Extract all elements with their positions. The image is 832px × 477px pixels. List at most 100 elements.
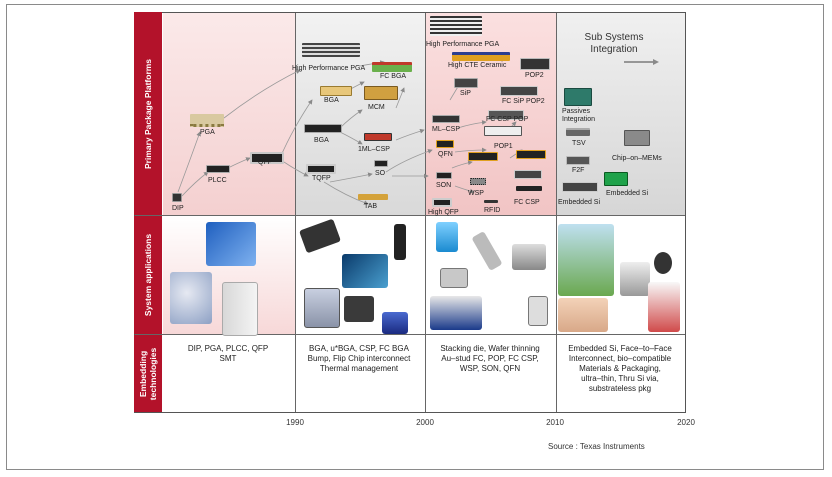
embedding-col-3: Stacking die, Wafer thinning Au–stud FC,… — [440, 344, 540, 373]
camcorder-illustration — [344, 296, 374, 322]
fc-csp-pop-chip — [488, 110, 524, 120]
hi-cte-chip — [452, 52, 510, 61]
embedding-col-2: BGA, u*BGA, CSP, FC BGA Bump, Flip Chip … — [307, 344, 411, 373]
fc-csp-pop-label: FC CSP POP — [486, 116, 529, 123]
so-label: SO — [375, 170, 386, 177]
ml-csp-1-chip — [364, 133, 392, 141]
satellite-photo-illustration — [342, 254, 388, 288]
row-label-applications: System applications — [134, 216, 162, 334]
plcc-chip — [206, 165, 230, 173]
hp-pga-2-label: High Performance PGA — [426, 41, 500, 48]
roadmap-chart — [134, 12, 686, 413]
pga-chip — [190, 114, 224, 127]
sub-systems-title: Sub Systems Integration — [584, 32, 644, 55]
dip-label: DIP — [172, 205, 184, 212]
fc-csp-chip — [514, 170, 542, 179]
son-chip — [436, 172, 452, 179]
car-illustration — [430, 296, 482, 330]
divider-row-2 — [135, 334, 685, 335]
ml-csp-1-label: 1ML–CSP — [358, 146, 390, 153]
bga-2-label: BGA — [314, 137, 329, 144]
bga-1-chip — [320, 86, 352, 96]
qfn-chip — [436, 140, 454, 148]
fc-csp-label: FC CSP — [514, 199, 540, 206]
runner-illustration — [648, 282, 680, 332]
pop-stack-chip — [484, 126, 522, 136]
tsv-label: TSV — [572, 140, 586, 147]
pda-illustration — [528, 296, 548, 326]
qfp-label: QFP — [258, 159, 273, 166]
cellphone-illustration — [394, 224, 406, 260]
embedding-col-4: Embedded Si, Face–to–Face Interconnect, … — [568, 344, 672, 393]
f2f-label: F2F — [572, 167, 585, 174]
mcm-label: MCM — [368, 104, 385, 111]
so-chip — [374, 160, 388, 167]
tqfp-chip — [306, 164, 336, 174]
qfp-chip — [250, 152, 284, 164]
pop1-chip — [468, 152, 498, 161]
tab-chip — [358, 194, 388, 200]
high-qfp-chip — [432, 198, 452, 207]
sip-chip — [454, 78, 478, 88]
embedded-si-chip-1 — [562, 182, 598, 192]
row-label-embedding: Embedding technologies — [134, 335, 162, 412]
ml-csp-2-chip — [432, 115, 460, 123]
embedded-si-label-2: Embedded Si — [606, 190, 649, 197]
passives-label: Passives Integration — [562, 108, 596, 123]
pop2-label: POP2 — [525, 72, 544, 79]
embedding-col-1: DIP, PGA, PLCC, QFP SMT — [187, 344, 269, 363]
fc-csp-chip-2 — [516, 186, 542, 191]
dip-chip — [172, 193, 182, 202]
bga-2-chip — [304, 124, 342, 133]
hand-illustration — [558, 298, 608, 332]
divider-2010 — [556, 13, 557, 412]
hp-pga-1-chip — [302, 43, 360, 57]
high-qfp-label: High QFP — [428, 209, 459, 216]
refrigerator-illustration — [222, 282, 258, 336]
pop1-label: POP1 — [494, 143, 513, 150]
passives-chip — [564, 88, 592, 106]
figure-frame — [6, 4, 824, 470]
embedded-si-chip-2 — [604, 172, 628, 186]
sip-label: SiP — [460, 90, 471, 97]
mp3-player-illustration — [436, 222, 458, 252]
robot-arm-illustration — [620, 262, 650, 296]
wristwatch-illustration — [654, 252, 672, 274]
plcc-label: PLCC — [208, 177, 227, 184]
pop1-chip-2 — [516, 150, 546, 159]
handheld-device-illustration — [382, 312, 408, 334]
year-2000: 2000 — [416, 418, 434, 427]
bga-1-label: BGA — [324, 97, 339, 104]
qfn-label: QFN — [438, 151, 453, 158]
fc-sip-pop2-label: FC SiP POP2 — [502, 98, 545, 105]
tab-label: TAB — [364, 203, 378, 210]
hi-cte-label: High CTE Ceramic — [448, 62, 507, 69]
laptop-illustration — [512, 244, 546, 270]
chip-on-mems-label: Chip–on–MEMs — [612, 155, 662, 162]
divider-row-1 — [135, 215, 685, 216]
rfid-label: RFID — [484, 207, 501, 214]
village-illustration — [558, 224, 614, 296]
f2f-chip — [566, 156, 590, 165]
digital-camera-illustration — [440, 268, 468, 288]
pga-label: PGA — [200, 129, 215, 136]
divider-1990 — [295, 13, 296, 412]
fc-bga-chip — [372, 62, 412, 72]
row-label-platforms: Primary Package Platforms — [134, 12, 162, 215]
hp-pga-1-label: High Performance PGA — [292, 65, 366, 72]
wsp-chip — [470, 178, 486, 185]
son-label: SON — [436, 182, 452, 189]
pop2-chip — [520, 58, 550, 70]
ml-csp-2-label: ML–CSP — [432, 126, 461, 133]
fc-bga-label: FC BGA — [380, 73, 407, 80]
source-credit: Source : Texas Instruments — [548, 442, 645, 451]
year-2010: 2010 — [546, 418, 564, 427]
tqfp-label: TQFP — [312, 175, 331, 182]
computer-illustration — [304, 288, 340, 328]
divider-2000 — [425, 13, 426, 412]
mcm-chip — [364, 86, 398, 100]
fc-sip-pop2-chip — [500, 86, 538, 96]
wsp-label: WSP — [468, 190, 484, 197]
tsv-chip — [566, 128, 590, 136]
